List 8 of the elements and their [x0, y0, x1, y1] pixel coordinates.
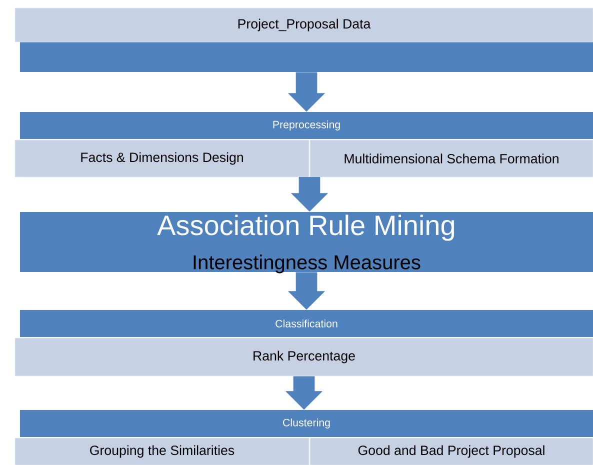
step-box: Project_Proposal Data	[14, 8, 593, 42]
step-box: Multidimensional Schema Formation	[310, 140, 593, 178]
step-box: Grouping the Similarities	[14, 438, 310, 465]
step-box: Rank Percentage	[14, 338, 593, 376]
step-box: Good and Bad Project Proposal	[310, 438, 593, 465]
stage-band: Clustering	[20, 410, 593, 437]
stage-band	[20, 42, 593, 72]
step-box: Facts & Dimensions Design	[14, 140, 310, 178]
